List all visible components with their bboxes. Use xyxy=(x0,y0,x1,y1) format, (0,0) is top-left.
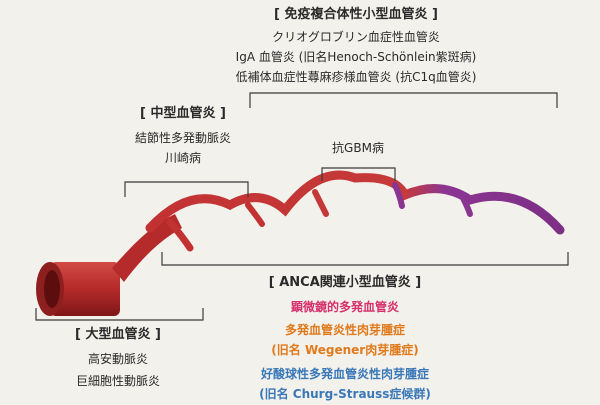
large-vessel-tube xyxy=(50,262,120,316)
small-vessel-drop-arc-4 xyxy=(459,193,473,217)
polyarteritis-nodosa-label: 結節性多発動脈炎 xyxy=(134,131,232,145)
small-vessel-drop-arc-1 xyxy=(245,202,265,227)
small-vessel-drop-arc-2 xyxy=(312,189,329,217)
medium-vessel-title: [ 中型血管炎 ] xyxy=(140,106,226,121)
giant-cell-arteritis-label: 巨細胞性動脈炎 xyxy=(75,374,161,388)
anti-gbm-bracket xyxy=(321,167,396,181)
small-vessel-immune-title: [ 免疫複合体性小型血管炎 ] xyxy=(274,7,438,22)
anca-bracket xyxy=(161,252,569,266)
anca-title: [ ANCA関連小型血管炎 ] xyxy=(268,275,422,290)
iga-vasculitis-label: IgA 血管炎 (旧名Henoch-Schönlein紫斑病) xyxy=(235,50,477,64)
kawasaki-disease-label: 川崎病 xyxy=(164,151,202,165)
large-vessel xyxy=(36,214,182,316)
cryoglobulinemic-vasculitis-label: クリオグロブリン血症性血管炎 xyxy=(272,30,440,44)
hucv-label: 低補体血症性蕁麻疹様血管炎 (抗C1q血管炎) xyxy=(235,70,477,84)
egpa-old-name-label: (旧名 Churg-Strauss症候群) xyxy=(259,387,431,401)
medium-vessel-bracket xyxy=(124,181,249,197)
mpa-label: 顕微鏡的多発血管炎 xyxy=(290,300,400,314)
egpa-label: 好酸球性多発血管炎性肉芽腫症 xyxy=(260,367,430,381)
vessel-arc-chain xyxy=(145,170,565,235)
takayasu-arteritis-label: 高安動脈炎 xyxy=(87,352,149,366)
medium-vessel-drop-arc xyxy=(166,218,194,252)
small-vessel-drop-arc-3 xyxy=(392,182,405,209)
anti-gbm-label: 抗GBM病 xyxy=(332,141,384,155)
large-vessel-lumen xyxy=(44,270,60,308)
large-vessel-branch xyxy=(112,214,182,282)
large-vessel-title: [ 大型血管炎 ] xyxy=(75,327,161,342)
gpa-old-name-label: (旧名 Wegener肉芽腫症) xyxy=(271,343,419,357)
gpa-label: 多発血管炎性肉芽腫症 xyxy=(284,323,406,337)
large-vessel-bracket xyxy=(35,308,204,321)
small-vessel-top-bracket xyxy=(249,92,558,108)
